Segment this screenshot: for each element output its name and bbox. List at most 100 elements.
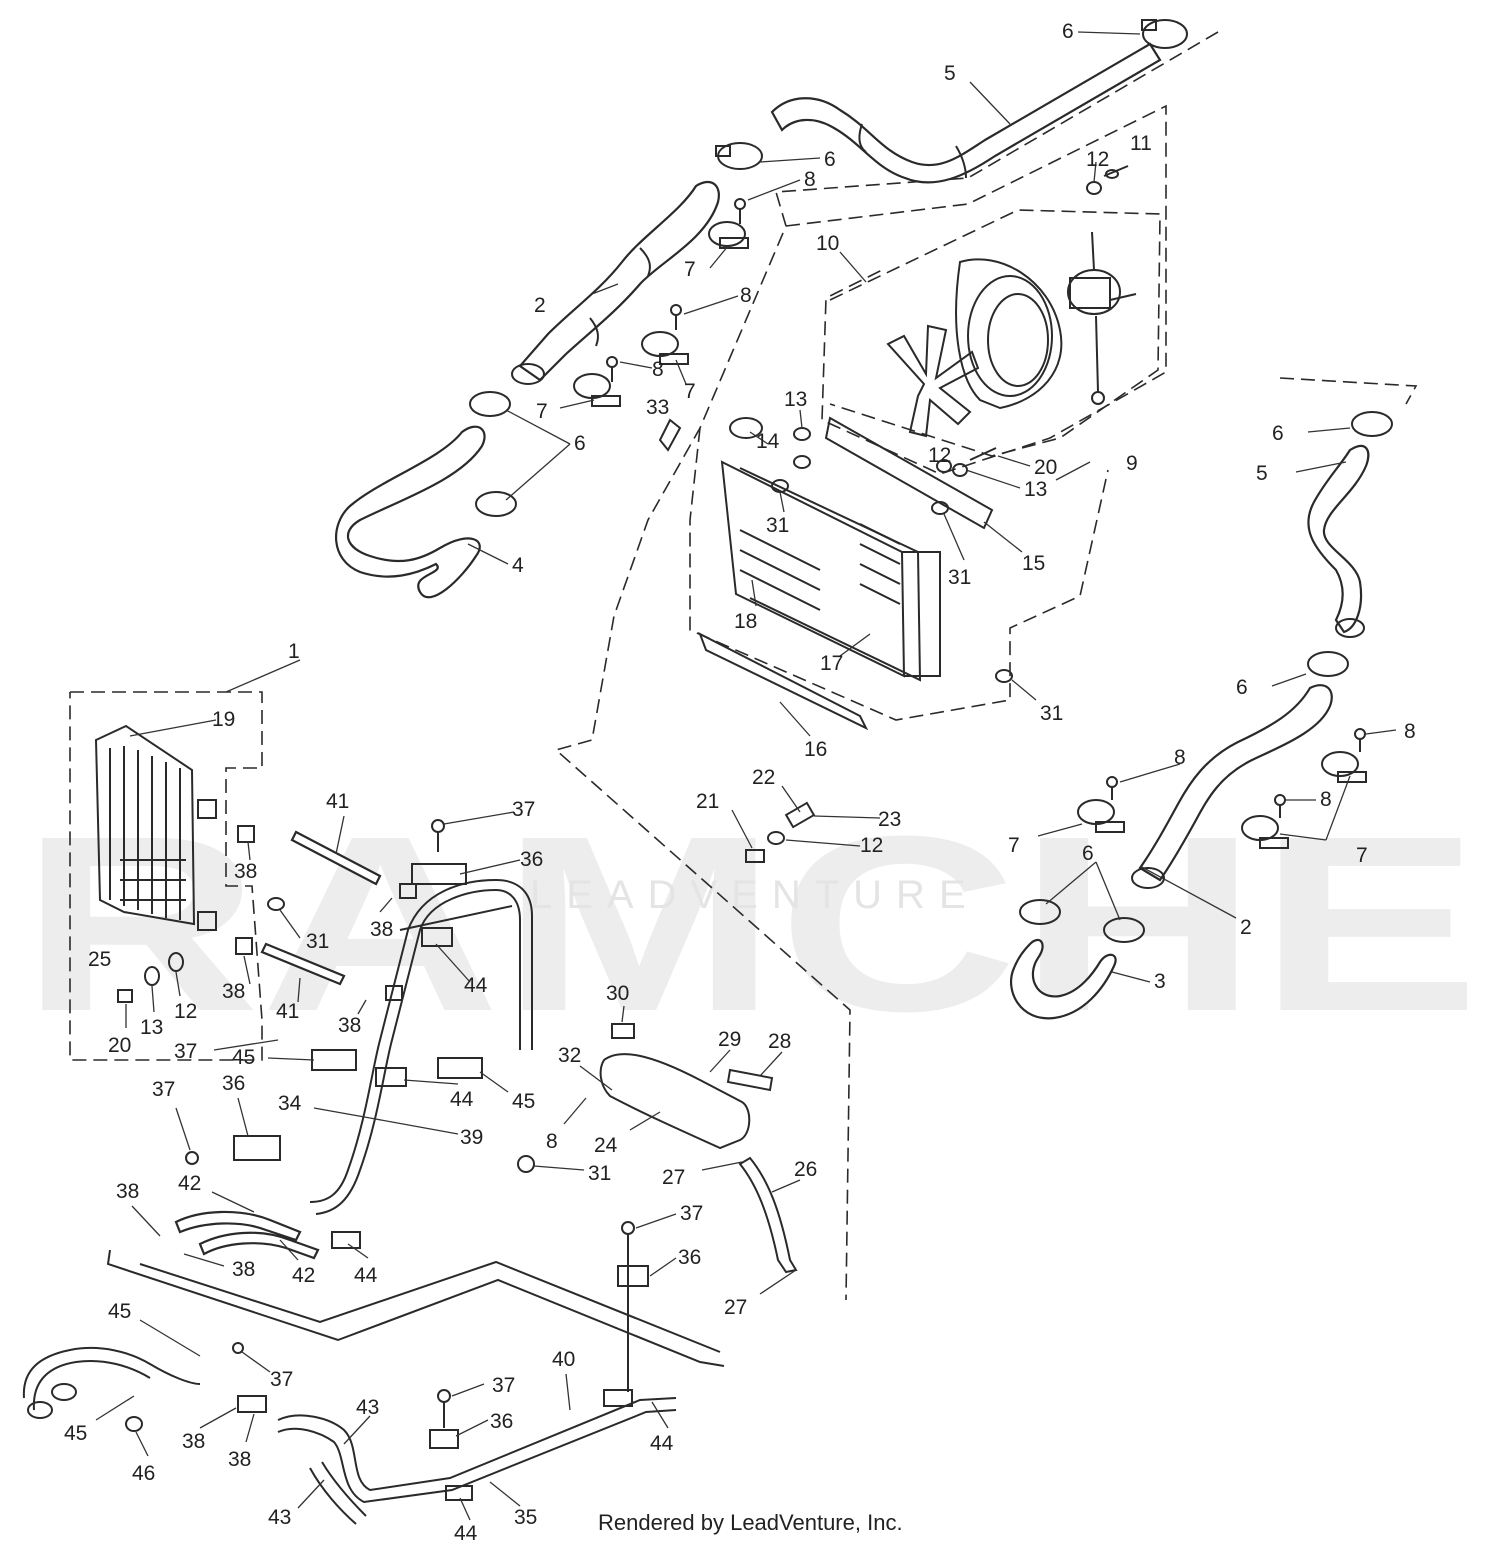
label-33: 33 [646, 396, 669, 419]
watermark-sub: LEADVENTURE [530, 873, 980, 917]
label-45a: 45 [232, 1046, 255, 1069]
hose-5-lower [1307, 411, 1393, 638]
label-24: 24 [594, 1134, 618, 1157]
label-6e: 6 [1236, 676, 1248, 699]
fan-motor-boundary [829, 209, 1161, 457]
label-12d: 12 [174, 1000, 197, 1023]
right-hose-boundary [1279, 377, 1418, 405]
label-45c: 45 [108, 1300, 131, 1323]
radiator-assembly-boundary [554, 31, 1219, 1301]
label-31a: 31 [766, 514, 789, 537]
label-42a: 42 [178, 1172, 201, 1195]
label-37c: 37 [152, 1078, 175, 1101]
label-13a: 13 [784, 388, 807, 411]
assembly-boundaries [69, 31, 1418, 1301]
watermark-brand: RAMCHE [20, 784, 1480, 1063]
credit-text: Rendered by LeadVenture, Inc. [598, 1510, 903, 1535]
label-44b: 44 [450, 1088, 474, 1111]
label-31c: 31 [1040, 702, 1063, 725]
label-12c: 12 [860, 834, 883, 857]
label-6f: 6 [1082, 842, 1094, 865]
bolts-8-upper [606, 198, 746, 382]
fan-motor [1067, 231, 1137, 405]
label-31b: 31 [948, 566, 971, 589]
label-38g: 38 [182, 1430, 205, 1453]
label-7b: 7 [684, 380, 696, 403]
oil-lines-34-39 [309, 878, 533, 1215]
label-8a: 8 [804, 168, 816, 191]
label-38h: 38 [228, 1448, 251, 1471]
label-44e: 44 [454, 1522, 478, 1545]
label-27b: 27 [724, 1296, 747, 1319]
label-31e: 31 [588, 1162, 611, 1185]
oil-cooler-boundary [69, 691, 263, 1061]
label-37f: 37 [492, 1374, 515, 1397]
label-38e: 38 [116, 1180, 139, 1203]
hose-clamps-7-upper [573, 221, 749, 407]
label-34: 34 [278, 1092, 302, 1115]
label-2b: 2 [1240, 916, 1252, 939]
label-8e: 8 [1404, 720, 1416, 743]
label-10: 10 [816, 232, 839, 255]
label-36a: 36 [520, 848, 543, 871]
label-12b: 12 [928, 444, 951, 467]
label-44a: 44 [464, 974, 488, 997]
label-7e: 7 [1356, 844, 1368, 867]
watermark: RAMCHE LEADVENTURE [20, 784, 1480, 1063]
hose-3 [1009, 899, 1145, 1020]
label-32: 32 [558, 1044, 581, 1067]
label-5b: 5 [1256, 462, 1268, 485]
label-8f: 8 [1320, 788, 1332, 811]
fan-shroud-10 [955, 258, 1063, 410]
label-41a: 41 [326, 790, 349, 813]
hose-5-upper [770, 42, 1162, 184]
label-1: 1 [288, 640, 300, 663]
label-6d: 6 [1272, 422, 1284, 445]
part-labels: 6 5 6 12 11 8 2 7 10 8 8 7 7 6 33 13 14 … [64, 20, 1416, 1545]
label-8c: 8 [652, 358, 664, 381]
label-26: 26 [794, 1158, 817, 1181]
radiator-drain-parts [658, 418, 816, 863]
label-11: 11 [1130, 132, 1152, 155]
label-9: 9 [1126, 452, 1138, 475]
label-6a: 6 [1062, 20, 1074, 43]
label-6b: 6 [824, 148, 836, 171]
label-20a: 20 [1034, 456, 1057, 479]
leader-lines [95, 31, 1397, 1521]
oil-lines-lower [22, 1221, 725, 1525]
label-16: 16 [804, 738, 827, 761]
label-45b: 45 [512, 1090, 535, 1113]
radiator-core-17 [698, 416, 1013, 731]
label-41b: 41 [276, 1000, 299, 1023]
label-28: 28 [768, 1030, 791, 1053]
label-46: 46 [132, 1462, 155, 1485]
label-29: 29 [718, 1028, 741, 1051]
label-21: 21 [696, 790, 719, 813]
hose-4 [335, 391, 517, 599]
label-38f: 38 [232, 1258, 255, 1281]
label-5a: 5 [944, 62, 956, 85]
label-44c: 44 [354, 1264, 378, 1287]
label-25: 25 [88, 948, 111, 971]
label-19: 19 [212, 708, 235, 731]
label-42b: 42 [292, 1264, 315, 1287]
label-37e: 37 [270, 1368, 293, 1391]
hose-clamp-6-upper-left [715, 142, 763, 170]
label-37a: 37 [512, 798, 535, 821]
label-3: 3 [1154, 970, 1166, 993]
label-8d: 8 [1174, 746, 1186, 769]
cooler-fasteners [117, 825, 285, 1003]
label-37d: 37 [680, 1202, 703, 1225]
fan-fasteners [793, 165, 1129, 477]
label-12a: 12 [1086, 148, 1109, 171]
label-22: 22 [752, 766, 775, 789]
label-8g: 8 [546, 1130, 558, 1153]
label-37b: 37 [174, 1040, 197, 1063]
label-14: 14 [756, 430, 780, 453]
oil-lines-42-brackets [174, 819, 535, 1260]
fan-blade [886, 324, 980, 438]
label-31d: 31 [306, 930, 329, 953]
pipes-41 [260, 830, 382, 986]
